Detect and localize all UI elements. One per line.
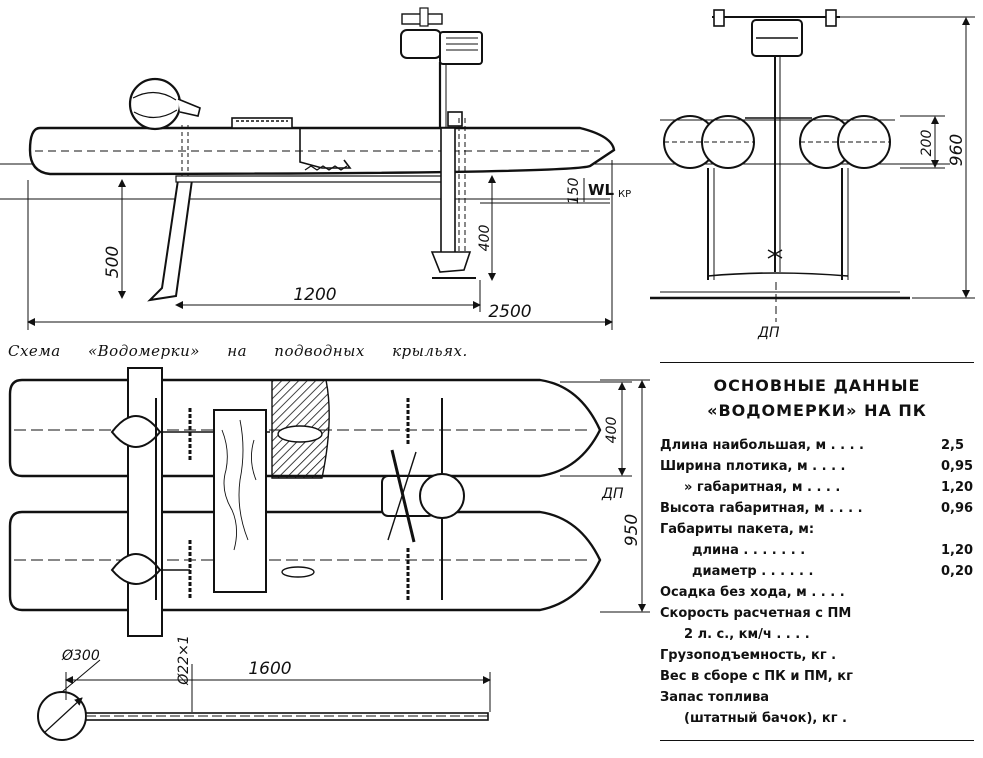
outboard-motor: [400, 29, 442, 59]
spec-row: (штатный бачок), кг .: [660, 708, 983, 729]
seat-plank: [213, 409, 267, 593]
float-detail: [37, 659, 491, 741]
waterline-label: WL: [588, 181, 615, 199]
float-pair-right: [799, 115, 891, 169]
spec-value: 2,5: [941, 438, 965, 453]
plan-view-labels: 400 950 ДП: [601, 417, 642, 547]
spec-label: длина . . . . . . .: [692, 543, 806, 558]
dim-float-height: 200: [919, 130, 935, 157]
front-centerline-label: ДП: [757, 325, 780, 341]
plan-view: [8, 367, 650, 637]
spec-row: Грузоподъемность, кг .: [660, 645, 983, 666]
dim-width: 950: [622, 514, 642, 546]
spec-row: Высота габаритная, м . . . . 0,96: [660, 498, 983, 519]
spec-value: 0,20: [941, 564, 974, 579]
spec-label: Осадка без хода, м . . . .: [660, 585, 845, 600]
specs-title: ОСНОВНЫЕ ДАННЫЕ «ВОДОМЕРКИ» НА ПК: [660, 373, 974, 423]
dim-tube-size: Ø22×1: [176, 635, 192, 685]
dim-float-diameter: Ø300: [61, 648, 100, 664]
side-view-labels: 500 1200 2500 400 150 WL КР: [103, 178, 631, 322]
dim-length: 2500: [488, 302, 531, 322]
spec-label: » габаритная, м . . . .: [684, 480, 841, 495]
specs-title-line2: «ВОДОМЕРКИ» НА ПК: [707, 401, 927, 420]
spec-label: Длина наибольшая, м . . . .: [660, 438, 864, 453]
spec-row: Запас топлива: [660, 687, 983, 708]
spec-label: Вес в сборе с ПК и ПМ, кг: [660, 669, 853, 684]
spec-row: Скорость расчетная с ПМ: [660, 603, 983, 624]
spec-row: Осадка без хода, м . . . .: [660, 582, 983, 603]
spec-label: Высота габаритная, м . . . .: [660, 501, 863, 516]
plan-float-lower: [8, 510, 602, 612]
spec-value: 1,20: [941, 480, 974, 495]
float-detail-labels: Ø300 Ø22×1 1600: [61, 635, 292, 685]
specs-bottom-rule: [660, 740, 974, 741]
front-view-labels: 960 200 ДП: [757, 130, 967, 341]
spec-label: Габариты пакета, м:: [660, 522, 815, 537]
spec-row: Длина наибольшая, м . . . . 2,5: [660, 435, 983, 456]
spec-row: » габаритная, м . . . . 1,20: [660, 477, 983, 498]
spec-label: 2 л. с., км/ч . . . .: [684, 627, 810, 642]
spec-row: Ширина плотика, м . . . . 0,95: [660, 456, 983, 477]
spec-row: диаметр . . . . . . 0,20: [660, 561, 983, 582]
waterline-sub-label: КР: [618, 189, 631, 200]
spec-value: 0,96: [941, 501, 974, 516]
dim-strut-depth: 400: [477, 225, 493, 252]
specs-title-line1: ОСНОВНЫЕ ДАННЫЕ: [713, 376, 921, 395]
dim-float-length: 1600: [248, 659, 291, 679]
spec-label: Скорость расчетная с ПМ: [660, 606, 852, 621]
spec-row: Вес в сборе с ПК и ПМ, кг: [660, 666, 983, 687]
specs-top-rule: [660, 362, 974, 363]
spec-label: (штатный бачок), кг .: [684, 711, 847, 726]
plan-centerline-label: ДП: [601, 486, 624, 502]
motor-leg: [440, 127, 456, 269]
specs-panel: ОСНОВНЫЕ ДАННЫЕ «ВОДОМЕРКИ» НА ПК Длина …: [660, 362, 983, 747]
front-view: [620, 9, 975, 322]
spec-label: Ширина плотика, м . . . .: [660, 459, 846, 474]
dim-float-width: 400: [604, 417, 620, 444]
spec-label: Грузоподъемность, кг .: [660, 648, 837, 663]
dim-draft: 150: [566, 178, 582, 205]
figure-caption: Схема «Водомерки» на подводных крыльях.: [8, 342, 468, 360]
spec-value: 1,20: [941, 543, 974, 558]
dim-height: 960: [947, 134, 967, 166]
spec-value: 0,95: [941, 459, 974, 474]
spec-row: Габариты пакета, м:: [660, 519, 983, 540]
spec-row: 2 л. с., км/ч . . . .: [660, 624, 983, 645]
spec-row: длина . . . . . . . 1,20: [660, 540, 983, 561]
float-pair-left: [663, 115, 755, 169]
spec-label: Запас топлива: [660, 690, 770, 705]
rear-foil-strut: [147, 179, 194, 302]
dim-foil-depth: 500: [103, 246, 123, 278]
spec-label: диаметр . . . . . .: [692, 564, 814, 579]
float-ball: [128, 77, 182, 131]
dim-foil-spacing: 1200: [293, 285, 336, 305]
side-view: [0, 7, 620, 330]
